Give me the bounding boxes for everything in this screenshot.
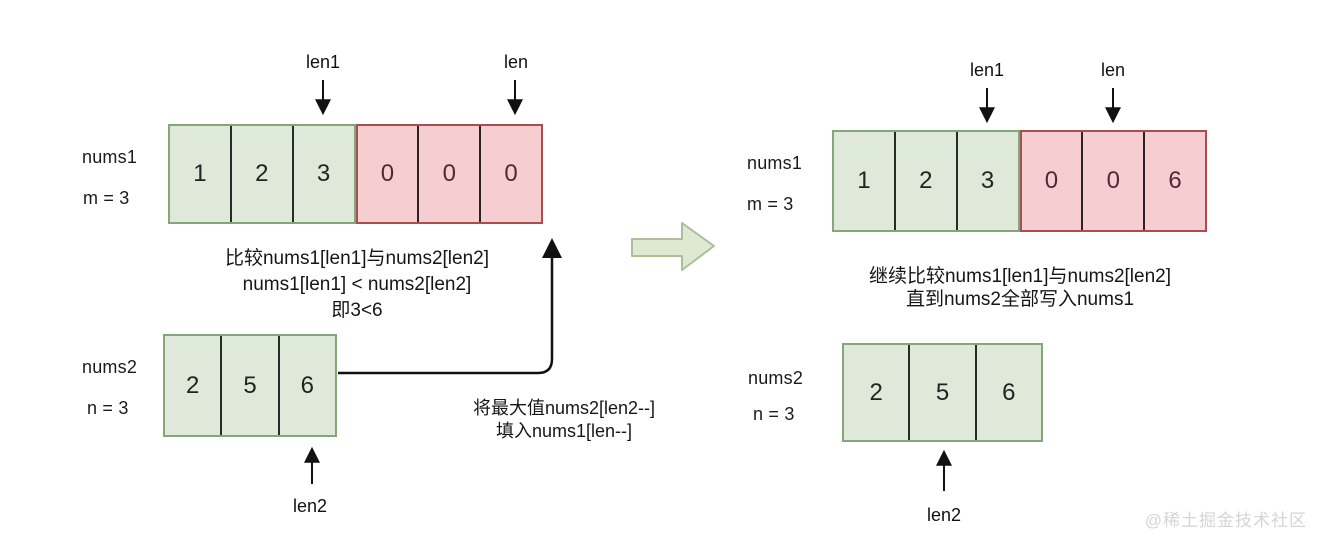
nums2-size-label-left: n = 3	[87, 398, 129, 418]
nums1-array-left: 1 2 3 0 0 0	[168, 124, 543, 224]
nums2-section-left: 2 5 6	[163, 334, 337, 437]
array-cell: 6	[277, 336, 335, 435]
nums1-size-label-left: m = 3	[83, 188, 130, 208]
nums2-array-right: 2 5 6	[842, 343, 1043, 442]
array-cell: 0	[380, 160, 395, 187]
continue-note-line2: 直到nums2全部写入nums1	[905, 289, 1135, 310]
array-cell: 0	[1044, 167, 1059, 194]
len-pointer-label-left: len	[503, 52, 529, 72]
array-cell: 1	[857, 167, 871, 194]
array-cell: 2	[869, 378, 883, 406]
array-cell: 6	[974, 345, 1041, 440]
move-note: 将最大值nums2[len2--] 填入nums1[len--]	[473, 397, 655, 443]
len1-pointer-label-right: len1	[969, 60, 1005, 80]
compare-note-left: 比较nums1[len1]与nums2[len2] nums1[len1] < …	[225, 246, 489, 324]
nums1-label-left: nums1	[82, 147, 138, 167]
nums1-sorted-section-left: 1 2 3	[168, 124, 356, 224]
len2-pointer-label-left: len2	[292, 496, 328, 516]
nums1-sorted-section-right: 1 2 3	[832, 130, 1020, 232]
array-cell: 1	[193, 160, 207, 187]
compare-note-line2: nums1[len1] < nums2[len2]	[242, 274, 472, 295]
nums1-size-label-right: m = 3	[747, 194, 794, 214]
step-transition-arrow	[631, 222, 715, 271]
compare-note-line1: 比较nums1[len1]与nums2[len2]	[224, 248, 490, 269]
watermark: @稀土掘金技术社区	[1144, 511, 1307, 530]
continue-note: 继续比较nums1[len1]与nums2[len2] 直到nums2全部写入n…	[869, 265, 1171, 311]
array-cell: 6	[1143, 132, 1205, 230]
array-cell: 2	[229, 126, 292, 222]
nums1-label-right: nums1	[747, 153, 803, 173]
len1-pointer-label-left: len1	[305, 52, 341, 72]
array-cell: 0	[479, 126, 541, 222]
array-cell: 3	[955, 132, 1018, 230]
len-pointer-label-right: len	[1100, 60, 1126, 80]
nums2-section-right: 2 5 6	[842, 343, 1043, 442]
array-cell: 2	[893, 132, 956, 230]
nums1-array-right: 1 2 3 0 0 6	[832, 130, 1207, 232]
continue-note-line1: 继续比较nums1[len1]与nums2[len2]	[868, 266, 1172, 287]
nums1-tail-section-right: 0 0 6	[1019, 130, 1207, 232]
nums1-empty-section-left: 0 0 0	[355, 124, 543, 224]
nums2-array-left: 2 5 6	[163, 334, 337, 437]
array-cell: 2	[185, 371, 200, 399]
array-cell: 0	[417, 126, 479, 222]
compare-note-line3: 即3<6	[331, 300, 383, 321]
move-note-line1: 将最大值nums2[len2--]	[472, 398, 656, 418]
nums2-label-right: nums2	[748, 368, 804, 388]
array-cell: 0	[1081, 132, 1143, 230]
array-cell: 3	[291, 126, 354, 222]
move-note-line2: 填入nums1[len--]	[495, 421, 633, 441]
array-cell: 5	[220, 336, 277, 435]
len2-pointer-label-right: len2	[926, 505, 962, 525]
nums2-size-label-right: n = 3	[753, 404, 795, 424]
array-cell: 5	[908, 345, 974, 440]
nums2-label-left: nums2	[82, 357, 138, 377]
